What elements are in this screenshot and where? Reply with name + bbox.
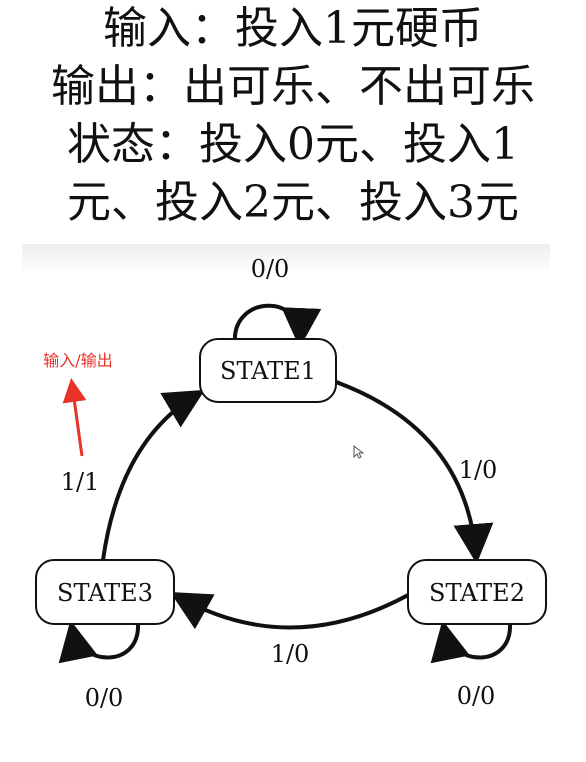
annotation-input-output: 输入/输出: [43, 351, 112, 370]
problem-statement: 输入：投入1元硬币 输出：出可乐、不出可乐 状态：投入0元、投入1 元、投入2元…: [0, 0, 586, 250]
edge-state3-self: [58, 620, 141, 664]
state2-node: STATE2: [407, 559, 547, 625]
edge-state3-to-state1: [101, 389, 205, 561]
label-state1-self: 0/0: [251, 255, 290, 283]
state1-node: STATE1: [199, 338, 337, 403]
diagram-top-shadow: [22, 244, 550, 274]
label-state2-self: 0/0: [457, 682, 496, 710]
state3-node: STATE3: [35, 559, 175, 625]
output-line: 输出：出可乐、不出可乐: [51, 61, 535, 112]
state3-label: STATE3: [57, 579, 153, 607]
cursor-icon: [353, 444, 365, 459]
label-state3-to-state1: 1/1: [61, 468, 100, 496]
edge-state2-to-state3: [170, 592, 411, 630]
label-state2-to-state3: 1/0: [271, 640, 310, 668]
state-line: 状态：投入0元、投入1: [67, 119, 519, 170]
label-state3-self: 0/0: [85, 684, 124, 712]
state-line-continued: 元、投入2元、投入3元: [67, 177, 519, 228]
state2-label: STATE2: [429, 579, 525, 607]
edge-state1-to-state2: [335, 380, 494, 564]
edge-state2-self: [430, 620, 513, 664]
annotation-arrow: [62, 378, 87, 457]
input-line: 输入：投入1元硬币: [103, 3, 483, 54]
label-state1-to-state2: 1/0: [459, 456, 498, 484]
state1-label: STATE1: [220, 357, 316, 385]
edge-state1-self: [232, 303, 322, 348]
